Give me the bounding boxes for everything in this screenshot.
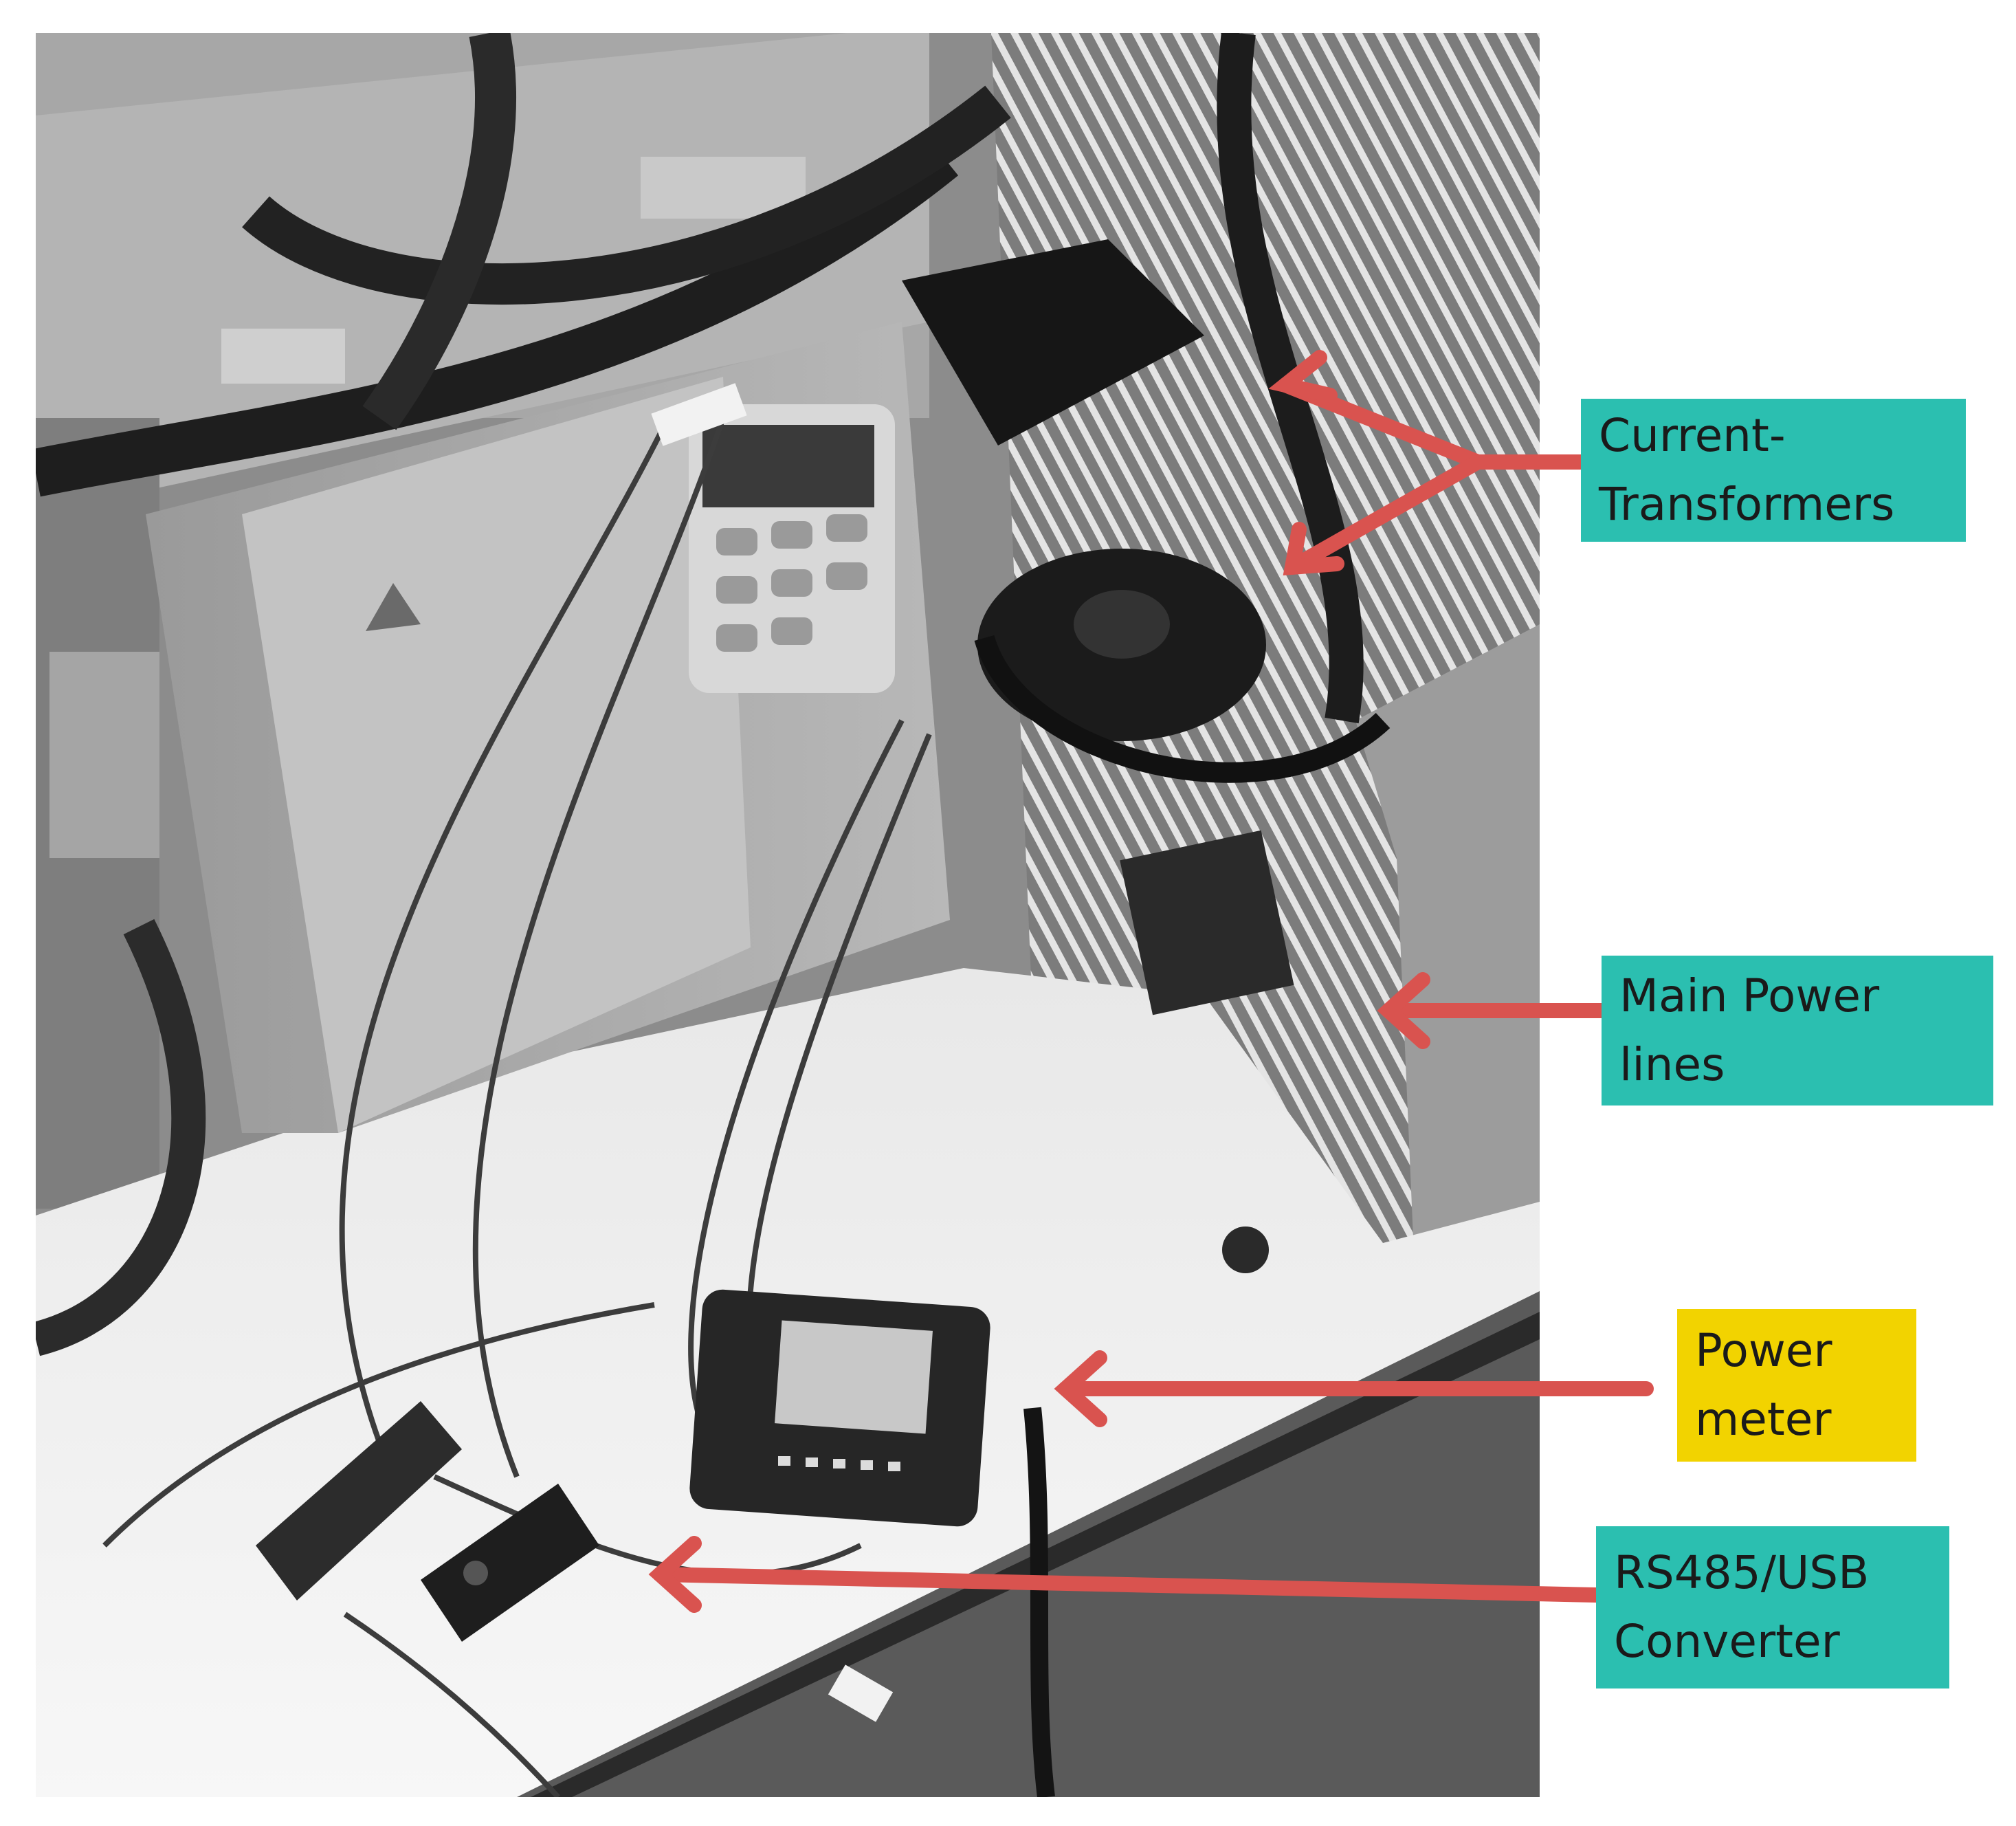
arrow-ct-lower: [1285, 454, 1485, 575]
arrow-rs485: [652, 1567, 1604, 1603]
arrow-ct-lower-head: [1283, 522, 1344, 576]
rs485-usb-converter-text: RS485/USB Converter: [1614, 1546, 1870, 1668]
equipment-photo: [36, 33, 1540, 1797]
power-meter-text: Power meter: [1695, 1324, 1832, 1446]
arrow-rs485-head: [648, 1536, 702, 1613]
rs485-usb-converter-label: RS485/USB Converter: [1596, 1526, 1949, 1688]
current-transformers-text: Current- Transformers: [1599, 409, 1895, 531]
current-transformers-label: Current- Transformers: [1581, 399, 1966, 542]
arrow-ct-upper-head: [1268, 350, 1338, 403]
arrow-power-meter-head: [1054, 1350, 1107, 1427]
main-power-lines-label: Main Power lines: [1602, 956, 1993, 1106]
main-power-lines-text: Main Power lines: [1619, 969, 1880, 1091]
arrow-main-power-head: [1377, 972, 1430, 1049]
power-meter-label: Power meter: [1677, 1309, 1916, 1462]
